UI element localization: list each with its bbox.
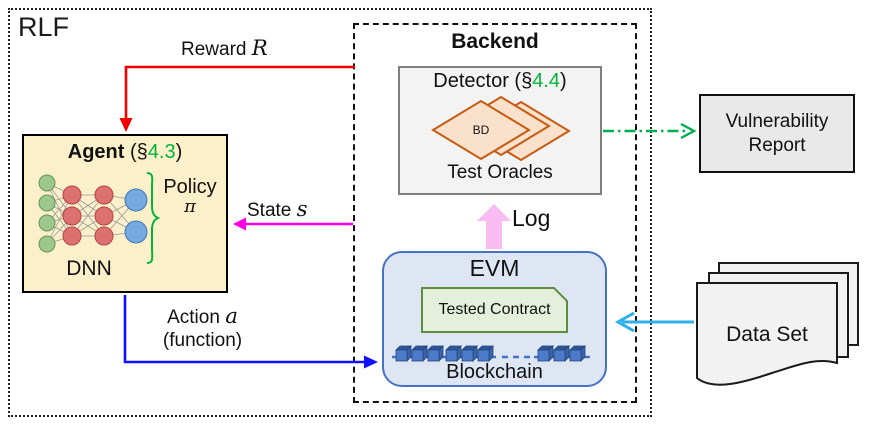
reward-symbol: R: [251, 36, 268, 61]
vulnerability-report-box: Vulnerability Report: [699, 94, 855, 173]
reward-word: Reward: [181, 39, 247, 60]
policy-label: Policy: [163, 176, 217, 198]
state-word: State: [247, 200, 292, 221]
rlf-frame-label: RLF: [18, 12, 70, 42]
data-set-label: Data Set: [726, 323, 808, 346]
tested-contract-label: Tested Contract: [438, 301, 551, 318]
agent-title-prefix: (§: [124, 141, 148, 163]
log-arrow-label: Log: [512, 205, 551, 231]
vulnerability-report-label: Vulnerability Report: [725, 110, 829, 156]
action-arrow-label: Action a (function): [130, 304, 275, 353]
state-arrow-label: State s: [247, 197, 308, 222]
agent-title: Agent (§4.3): [22, 141, 228, 164]
backend-title: Backend: [451, 30, 539, 53]
reward-arrow-label: Reward R: [181, 36, 268, 61]
detector-title: Detector (§4.4): [398, 70, 602, 93]
action-line1: Action a: [130, 304, 275, 330]
action-line2: (function): [162, 329, 243, 351]
agent-title-suffix: ): [175, 141, 183, 163]
detector-title-text: Detector (§: [433, 70, 533, 92]
agent-name: Agent: [67, 141, 125, 163]
policy-symbol: π: [184, 196, 196, 217]
detector-section-ref: 4.4: [532, 70, 561, 92]
detector-title-suffix: ): [560, 70, 567, 92]
evm-title: EVM: [469, 255, 520, 281]
agent-section-ref: 4.3: [147, 141, 176, 163]
action-word: Action: [167, 307, 220, 328]
blockchain-caption: Blockchain: [446, 361, 543, 383]
action-symbol: a: [225, 304, 238, 329]
backend-container: [353, 23, 637, 403]
bd-diamond-label: BD: [472, 123, 490, 137]
state-symbol: s: [296, 197, 308, 222]
test-oracles-caption: Test Oracles: [447, 162, 553, 183]
dnn-caption: DNN: [66, 257, 112, 280]
